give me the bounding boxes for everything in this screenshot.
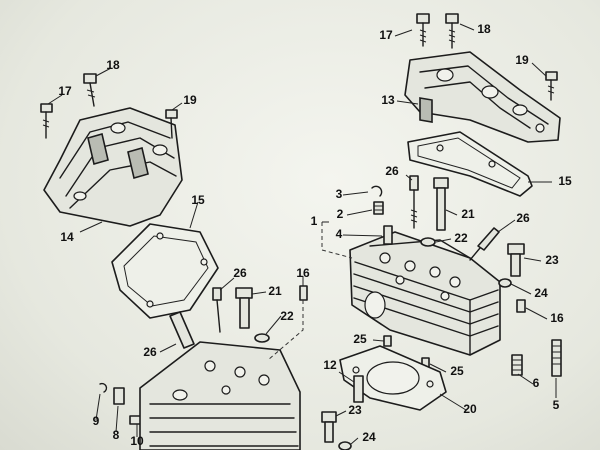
callout-22: 22: [454, 231, 468, 245]
callout-12: 12: [323, 358, 337, 372]
callout-18: 18: [106, 58, 120, 72]
callout-3: 3: [336, 187, 343, 201]
head-gasket-right: [339, 345, 447, 411]
callout-6: 6: [533, 376, 540, 390]
bolt-17-right: [416, 13, 430, 47]
callout-19: 19: [183, 93, 197, 107]
bolt-17-left: [40, 103, 53, 139]
callout-20: 20: [463, 402, 477, 416]
callout-25: 25: [353, 332, 367, 346]
valve-spring-parts-right: [371, 175, 562, 377]
callout-26: 26: [516, 211, 530, 225]
callout-18: 18: [477, 22, 491, 36]
callout-23: 23: [545, 253, 559, 267]
callout-21: 21: [268, 284, 282, 298]
callout-25: 25: [450, 364, 464, 378]
rocker-cover-right: [404, 51, 561, 143]
callout-14: 14: [60, 230, 74, 244]
callout-26: 26: [385, 164, 399, 178]
callout-10: 10: [130, 434, 144, 448]
callout-17: 17: [379, 28, 393, 42]
callout-15: 15: [191, 193, 205, 207]
cylinder-head-right: [349, 231, 501, 356]
callout-22: 22: [280, 309, 294, 323]
callout-4: 4: [336, 227, 343, 241]
leader-lines: [47, 23, 557, 445]
rocker-cover-left: [43, 107, 183, 227]
callout-15: 15: [558, 174, 572, 188]
callout-19: 19: [515, 53, 529, 67]
callout-1: 1: [311, 214, 318, 228]
callout-26: 26: [233, 266, 247, 280]
callout-24: 24: [362, 430, 376, 444]
callout-17: 17: [58, 84, 72, 98]
bolt-19-left: [165, 109, 178, 139]
callout-26: 26: [143, 345, 157, 359]
callout-labels: 17 18 19 13 15 3 2 4 1 26 21 22 26 23 24…: [58, 22, 572, 448]
gasket-right: [407, 131, 533, 197]
callout-16: 16: [550, 311, 564, 325]
callout-8: 8: [113, 428, 120, 442]
callout-16: 16: [296, 266, 310, 280]
callout-21: 21: [461, 207, 475, 221]
callout-9: 9: [93, 414, 100, 428]
bolt-18-left: [83, 73, 97, 107]
valve-parts-left: [99, 285, 364, 450]
callout-23: 23: [348, 403, 362, 417]
cylinder-head-left: [139, 341, 301, 450]
bolt-19-right: [545, 71, 558, 101]
callout-13: 13: [381, 93, 395, 107]
callout-2: 2: [337, 207, 344, 221]
callout-5: 5: [553, 398, 560, 412]
callout-24: 24: [534, 286, 548, 300]
bolt-18-right: [445, 13, 459, 49]
gasket-left: [111, 223, 219, 319]
